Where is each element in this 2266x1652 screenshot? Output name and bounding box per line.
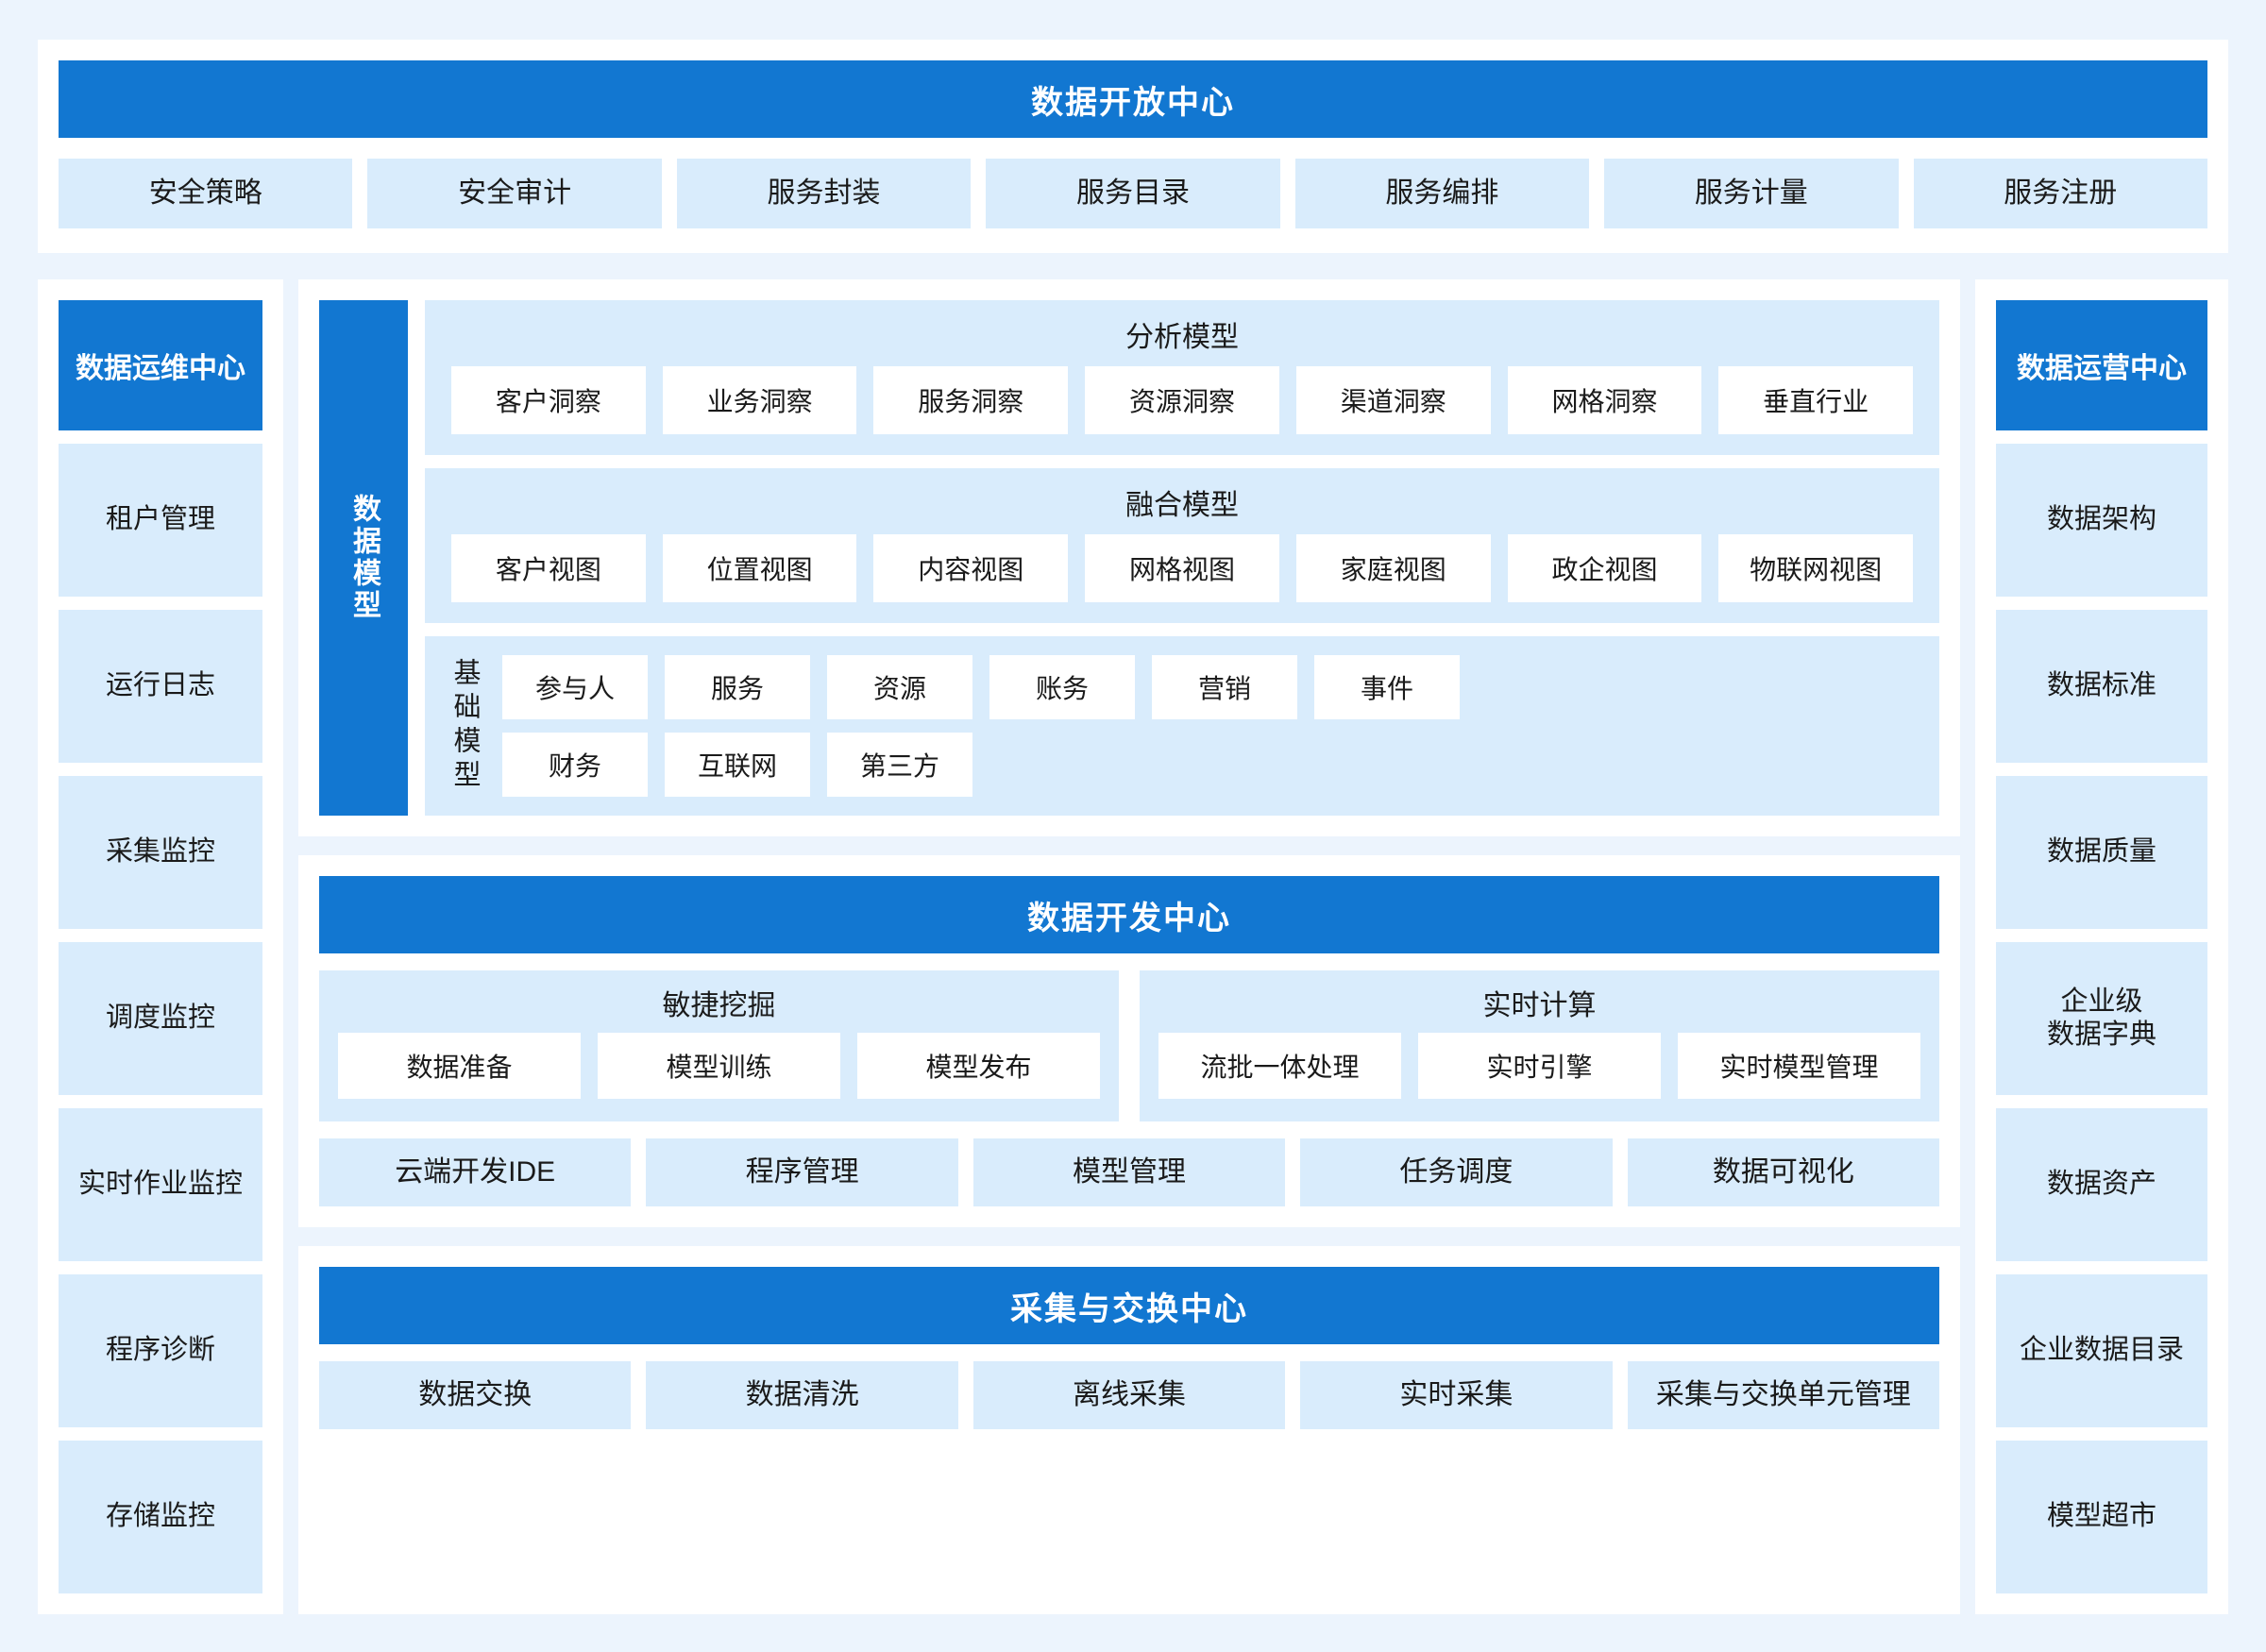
base-model-item-service[interactable]: 服务 (665, 655, 810, 719)
dev-center-groups: 敏捷挖掘 数据准备 模型训练 模型发布 实时计算 流批一体处理 实时引擎 实时模… (319, 970, 1939, 1121)
open-center-card: 数据开放中心 安全策略 安全审计 服务封装 服务目录 服务编排 服务计量 服务注… (38, 40, 2228, 253)
operation-center-item-data-standard[interactable]: 数据标准 (1996, 610, 2207, 763)
analysis-model-item-resource-insight[interactable]: 资源洞察 (1085, 366, 1279, 434)
realtime-compute-title: 实时计算 (1482, 990, 1597, 1021)
fusion-model-item-iot-view[interactable]: 物联网视图 (1718, 534, 1914, 602)
base-model-row-2: 财务 互联网 第三方 (502, 733, 1913, 797)
data-model-groups: 分析模型 客户洞察 业务洞察 服务洞察 资源洞察 渠道洞察 网格洞察 垂直行业 (425, 300, 1939, 816)
open-center-item-service-orchestration[interactable]: 服务编排 (1294, 159, 1590, 228)
base-model-label: 基础模型 (449, 658, 480, 794)
fusion-model-item-customer-view[interactable]: 客户视图 (451, 534, 646, 602)
ops-center-item-storage-monitoring[interactable]: 存储监控 (59, 1441, 262, 1593)
dev-center-item-cloud-ide[interactable]: 云端开发IDE (319, 1138, 632, 1206)
operation-center-item-data-architecture[interactable]: 数据架构 (1996, 444, 2207, 597)
collect-center-item-data-exchange[interactable]: 数据交换 (319, 1361, 632, 1429)
fusion-model-item-government-enterprise-view[interactable]: 政企视图 (1507, 534, 1702, 602)
base-model-group: 基础模型 参与人 服务 资源 账务 营销 事件 财务 (425, 636, 1939, 816)
analysis-model-group: 分析模型 客户洞察 业务洞察 服务洞察 资源洞察 渠道洞察 网格洞察 垂直行业 (425, 300, 1939, 455)
realtime-compute-item-realtime-model-management[interactable]: 实时模型管理 (1678, 1033, 1920, 1099)
open-center-banner: 数据开放中心 (59, 60, 2207, 138)
open-center-item-security-audit[interactable]: 安全审计 (367, 159, 662, 228)
center-column: 数据模型 分析模型 客户洞察 业务洞察 服务洞察 资源洞察 渠道洞察 网格洞察 … (298, 279, 1960, 1614)
ops-center-item-realtime-job-monitoring[interactable]: 实时作业监控 (59, 1108, 262, 1261)
collect-exchange-center-card: 采集与交换中心 数据交换 数据清洗 离线采集 实时采集 采集与交换单元管理 (298, 1246, 1960, 1614)
base-model-item-finance[interactable]: 财务 (502, 733, 648, 797)
fusion-model-item-family-view[interactable]: 家庭视图 (1295, 534, 1491, 602)
dev-center-card: 数据开发中心 敏捷挖掘 数据准备 模型训练 模型发布 实时计算 流批一体处理 (298, 855, 1960, 1227)
ops-center-item-collection-monitoring[interactable]: 采集监控 (59, 776, 262, 929)
agile-mining-item-model-publish[interactable]: 模型发布 (857, 1033, 1100, 1099)
analysis-model-item-vertical-industry[interactable]: 垂直行业 (1718, 366, 1914, 434)
collect-exchange-center-items-row: 数据交换 数据清洗 离线采集 实时采集 采集与交换单元管理 (319, 1361, 1940, 1429)
open-center-item-service-metering[interactable]: 服务计量 (1604, 159, 1899, 228)
collect-center-item-collect-exchange-unit-management[interactable]: 采集与交换单元管理 (1627, 1361, 1940, 1429)
analysis-model-item-grid-insight[interactable]: 网格洞察 (1507, 366, 1702, 434)
fusion-model-items: 客户视图 位置视图 内容视图 网格视图 家庭视图 政企视图 物联网视图 (451, 534, 1914, 602)
analysis-model-item-customer-insight[interactable]: 客户洞察 (451, 366, 646, 434)
analysis-model-item-service-insight[interactable]: 服务洞察 (873, 366, 1069, 434)
collect-center-item-realtime-collection[interactable]: 实时采集 (1300, 1361, 1613, 1429)
collect-exchange-center-banner: 采集与交换中心 (319, 1267, 1939, 1344)
collect-center-item-offline-collection[interactable]: 离线采集 (972, 1361, 1286, 1429)
operation-center-card: 数据运营中心 数据架构 数据标准 数据质量 企业级数据字典 数据资产 企业数据目… (1975, 279, 2228, 1614)
dev-center-item-task-scheduling[interactable]: 任务调度 (1300, 1138, 1613, 1206)
base-model-item-marketing[interactable]: 营销 (1152, 655, 1297, 719)
dev-center-bottom-row: 云端开发IDE 程序管理 模型管理 任务调度 数据可视化 (319, 1138, 1940, 1206)
data-model-card: 数据模型 分析模型 客户洞察 业务洞察 服务洞察 资源洞察 渠道洞察 网格洞察 … (298, 279, 1960, 836)
fusion-model-item-content-view[interactable]: 内容视图 (873, 534, 1069, 602)
base-model-item-third-party[interactable]: 第三方 (827, 733, 972, 797)
ops-center-item-runtime-log[interactable]: 运行日志 (59, 610, 262, 763)
operation-center-item-data-asset[interactable]: 数据资产 (1996, 1108, 2207, 1261)
operation-center-item-data-quality[interactable]: 数据质量 (1996, 776, 2207, 929)
operation-center-item-enterprise-data-dictionary[interactable]: 企业级数据字典 (1996, 942, 2207, 1095)
base-model-item-internet[interactable]: 互联网 (665, 733, 810, 797)
ops-center-item-tenant-management[interactable]: 租户管理 (59, 444, 262, 597)
analysis-model-title: 分析模型 (1125, 322, 1239, 353)
main-body-row: 数据运维中心 租户管理 运行日志 采集监控 调度监控 实时作业监控 程序诊断 存… (38, 279, 2228, 1614)
open-center-item-service-encapsulation[interactable]: 服务封装 (676, 159, 972, 228)
agile-mining-item-model-training[interactable]: 模型训练 (598, 1033, 840, 1099)
base-model-rows: 参与人 服务 资源 账务 营销 事件 财务 互联网 第三方 (502, 655, 1913, 797)
analysis-model-item-channel-insight[interactable]: 渠道洞察 (1295, 366, 1491, 434)
data-model-side-label: 数据模型 (319, 300, 408, 816)
base-model-item-resource[interactable]: 资源 (827, 655, 972, 719)
realtime-compute-group: 实时计算 流批一体处理 实时引擎 实时模型管理 (1140, 970, 1939, 1121)
fusion-model-item-location-view[interactable]: 位置视图 (662, 534, 857, 602)
fusion-model-title: 融合模型 (1125, 490, 1239, 521)
analysis-model-items: 客户洞察 业务洞察 服务洞察 资源洞察 渠道洞察 网格洞察 垂直行业 (451, 366, 1914, 434)
realtime-compute-item-stream-batch-processing[interactable]: 流批一体处理 (1158, 1033, 1401, 1099)
ops-center-item-program-diagnosis[interactable]: 程序诊断 (59, 1274, 262, 1427)
agile-mining-group: 敏捷挖掘 数据准备 模型训练 模型发布 (319, 970, 1119, 1121)
collect-center-item-data-cleaning[interactable]: 数据清洗 (646, 1361, 958, 1429)
operation-center-item-model-market[interactable]: 模型超市 (1996, 1441, 2207, 1593)
open-center-items-row: 安全策略 安全审计 服务封装 服务目录 服务编排 服务计量 服务注册 (59, 159, 2207, 228)
realtime-compute-items: 流批一体处理 实时引擎 实时模型管理 (1158, 1033, 1920, 1099)
open-center-item-security-policy[interactable]: 安全策略 (59, 159, 353, 228)
dev-center-item-program-management[interactable]: 程序管理 (646, 1138, 958, 1206)
analysis-model-item-business-insight[interactable]: 业务洞察 (662, 366, 857, 434)
ops-center-header: 数据运维中心 (59, 300, 262, 430)
agile-mining-item-data-preparation[interactable]: 数据准备 (338, 1033, 581, 1099)
base-model-item-participant[interactable]: 参与人 (502, 655, 648, 719)
agile-mining-items: 数据准备 模型训练 模型发布 (338, 1033, 1100, 1099)
open-center-item-service-registration[interactable]: 服务注册 (1913, 159, 2207, 228)
dev-center-item-model-management[interactable]: 模型管理 (972, 1138, 1286, 1206)
operation-center-item-enterprise-data-catalog[interactable]: 企业数据目录 (1996, 1274, 2207, 1427)
fusion-model-group: 融合模型 客户视图 位置视图 内容视图 网格视图 家庭视图 政企视图 物联网视图 (425, 468, 1939, 623)
fusion-model-item-grid-view[interactable]: 网格视图 (1085, 534, 1279, 602)
ops-center-card: 数据运维中心 租户管理 运行日志 采集监控 调度监控 实时作业监控 程序诊断 存… (38, 279, 283, 1614)
open-center-item-service-catalog[interactable]: 服务目录 (986, 159, 1280, 228)
operation-center-header: 数据运营中心 (1996, 300, 2207, 430)
dev-center-item-data-visualization[interactable]: 数据可视化 (1627, 1138, 1940, 1206)
dev-center-banner: 数据开发中心 (319, 876, 1939, 953)
base-model-item-event[interactable]: 事件 (1314, 655, 1460, 719)
realtime-compute-item-realtime-engine[interactable]: 实时引擎 (1418, 1033, 1661, 1099)
base-model-row-1: 参与人 服务 资源 账务 营销 事件 (502, 655, 1913, 719)
agile-mining-title: 敏捷挖掘 (662, 990, 776, 1021)
base-model-item-accounting[interactable]: 账务 (989, 655, 1135, 719)
ops-center-item-scheduling-monitoring[interactable]: 调度监控 (59, 942, 262, 1095)
